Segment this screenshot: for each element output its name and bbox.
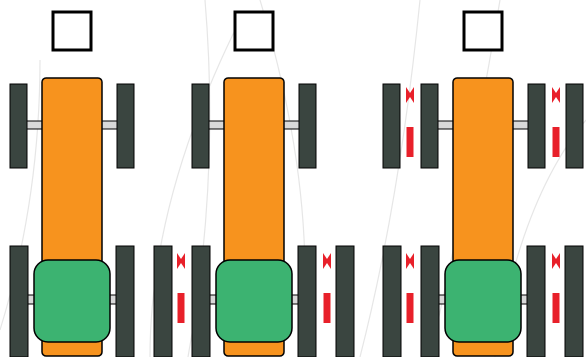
rear-right-dual-wheel	[335, 245, 355, 357]
front-left-wheel	[9, 83, 28, 169]
marker-clip	[552, 253, 560, 269]
tractor-top-view-icon	[153, 77, 355, 357]
marker-bar	[406, 293, 414, 323]
front-right-dual-wheel	[565, 83, 584, 169]
options-layer	[9, 10, 584, 357]
rear-right-wheel	[115, 245, 135, 357]
empty-checkbox-icon[interactable]	[51, 10, 93, 52]
marker-bar	[177, 293, 185, 323]
marker-clip	[406, 253, 414, 269]
decor-line	[149, 19, 241, 357]
tractor-option-3[interactable]	[382, 10, 584, 357]
rear-left-wheel	[9, 245, 29, 357]
empty-checkbox-icon[interactable]	[233, 10, 275, 52]
marker-bar	[323, 293, 331, 323]
marker-clip	[552, 87, 560, 103]
dual-wheel-marker-icon	[552, 253, 560, 323]
tractor-option-2[interactable]	[153, 10, 355, 357]
front-left-wheel	[191, 83, 210, 169]
marker-clip	[406, 87, 414, 103]
marker-clip	[323, 253, 331, 269]
rear-right-wheel	[297, 245, 317, 357]
rear-right-wheel	[526, 245, 546, 357]
front-left-wheel	[420, 83, 439, 169]
rear-left-wheel	[420, 245, 440, 357]
dual-wheel-marker-icon	[552, 87, 560, 157]
front-left-dual-wheel	[382, 83, 401, 169]
empty-checkbox-icon[interactable]	[462, 10, 504, 52]
decor-line	[359, 0, 421, 357]
front-right-wheel	[527, 83, 546, 169]
rear-left-wheel	[191, 245, 211, 357]
rear-right-dual-wheel	[564, 245, 584, 357]
marker-clip	[177, 253, 185, 269]
rear-left-dual-wheel	[382, 245, 402, 357]
tractor-option-1[interactable]	[9, 10, 135, 357]
dual-wheel-marker-icon	[406, 253, 414, 323]
marker-bar	[552, 293, 560, 323]
dual-wheel-marker-icon	[406, 87, 414, 157]
tractor-cab	[33, 259, 111, 343]
marker-bar	[552, 127, 560, 157]
dual-wheel-marker-icon	[323, 253, 331, 323]
front-right-wheel	[298, 83, 317, 169]
marker-bar	[406, 127, 414, 157]
tractor-cab	[215, 259, 293, 343]
dual-wheel-marker-icon	[177, 253, 185, 323]
rear-left-dual-wheel	[153, 245, 173, 357]
tractor-cab	[444, 259, 522, 343]
tractor-top-view-icon	[9, 77, 135, 357]
front-right-wheel	[116, 83, 135, 169]
tractor-top-view-icon	[382, 77, 584, 357]
